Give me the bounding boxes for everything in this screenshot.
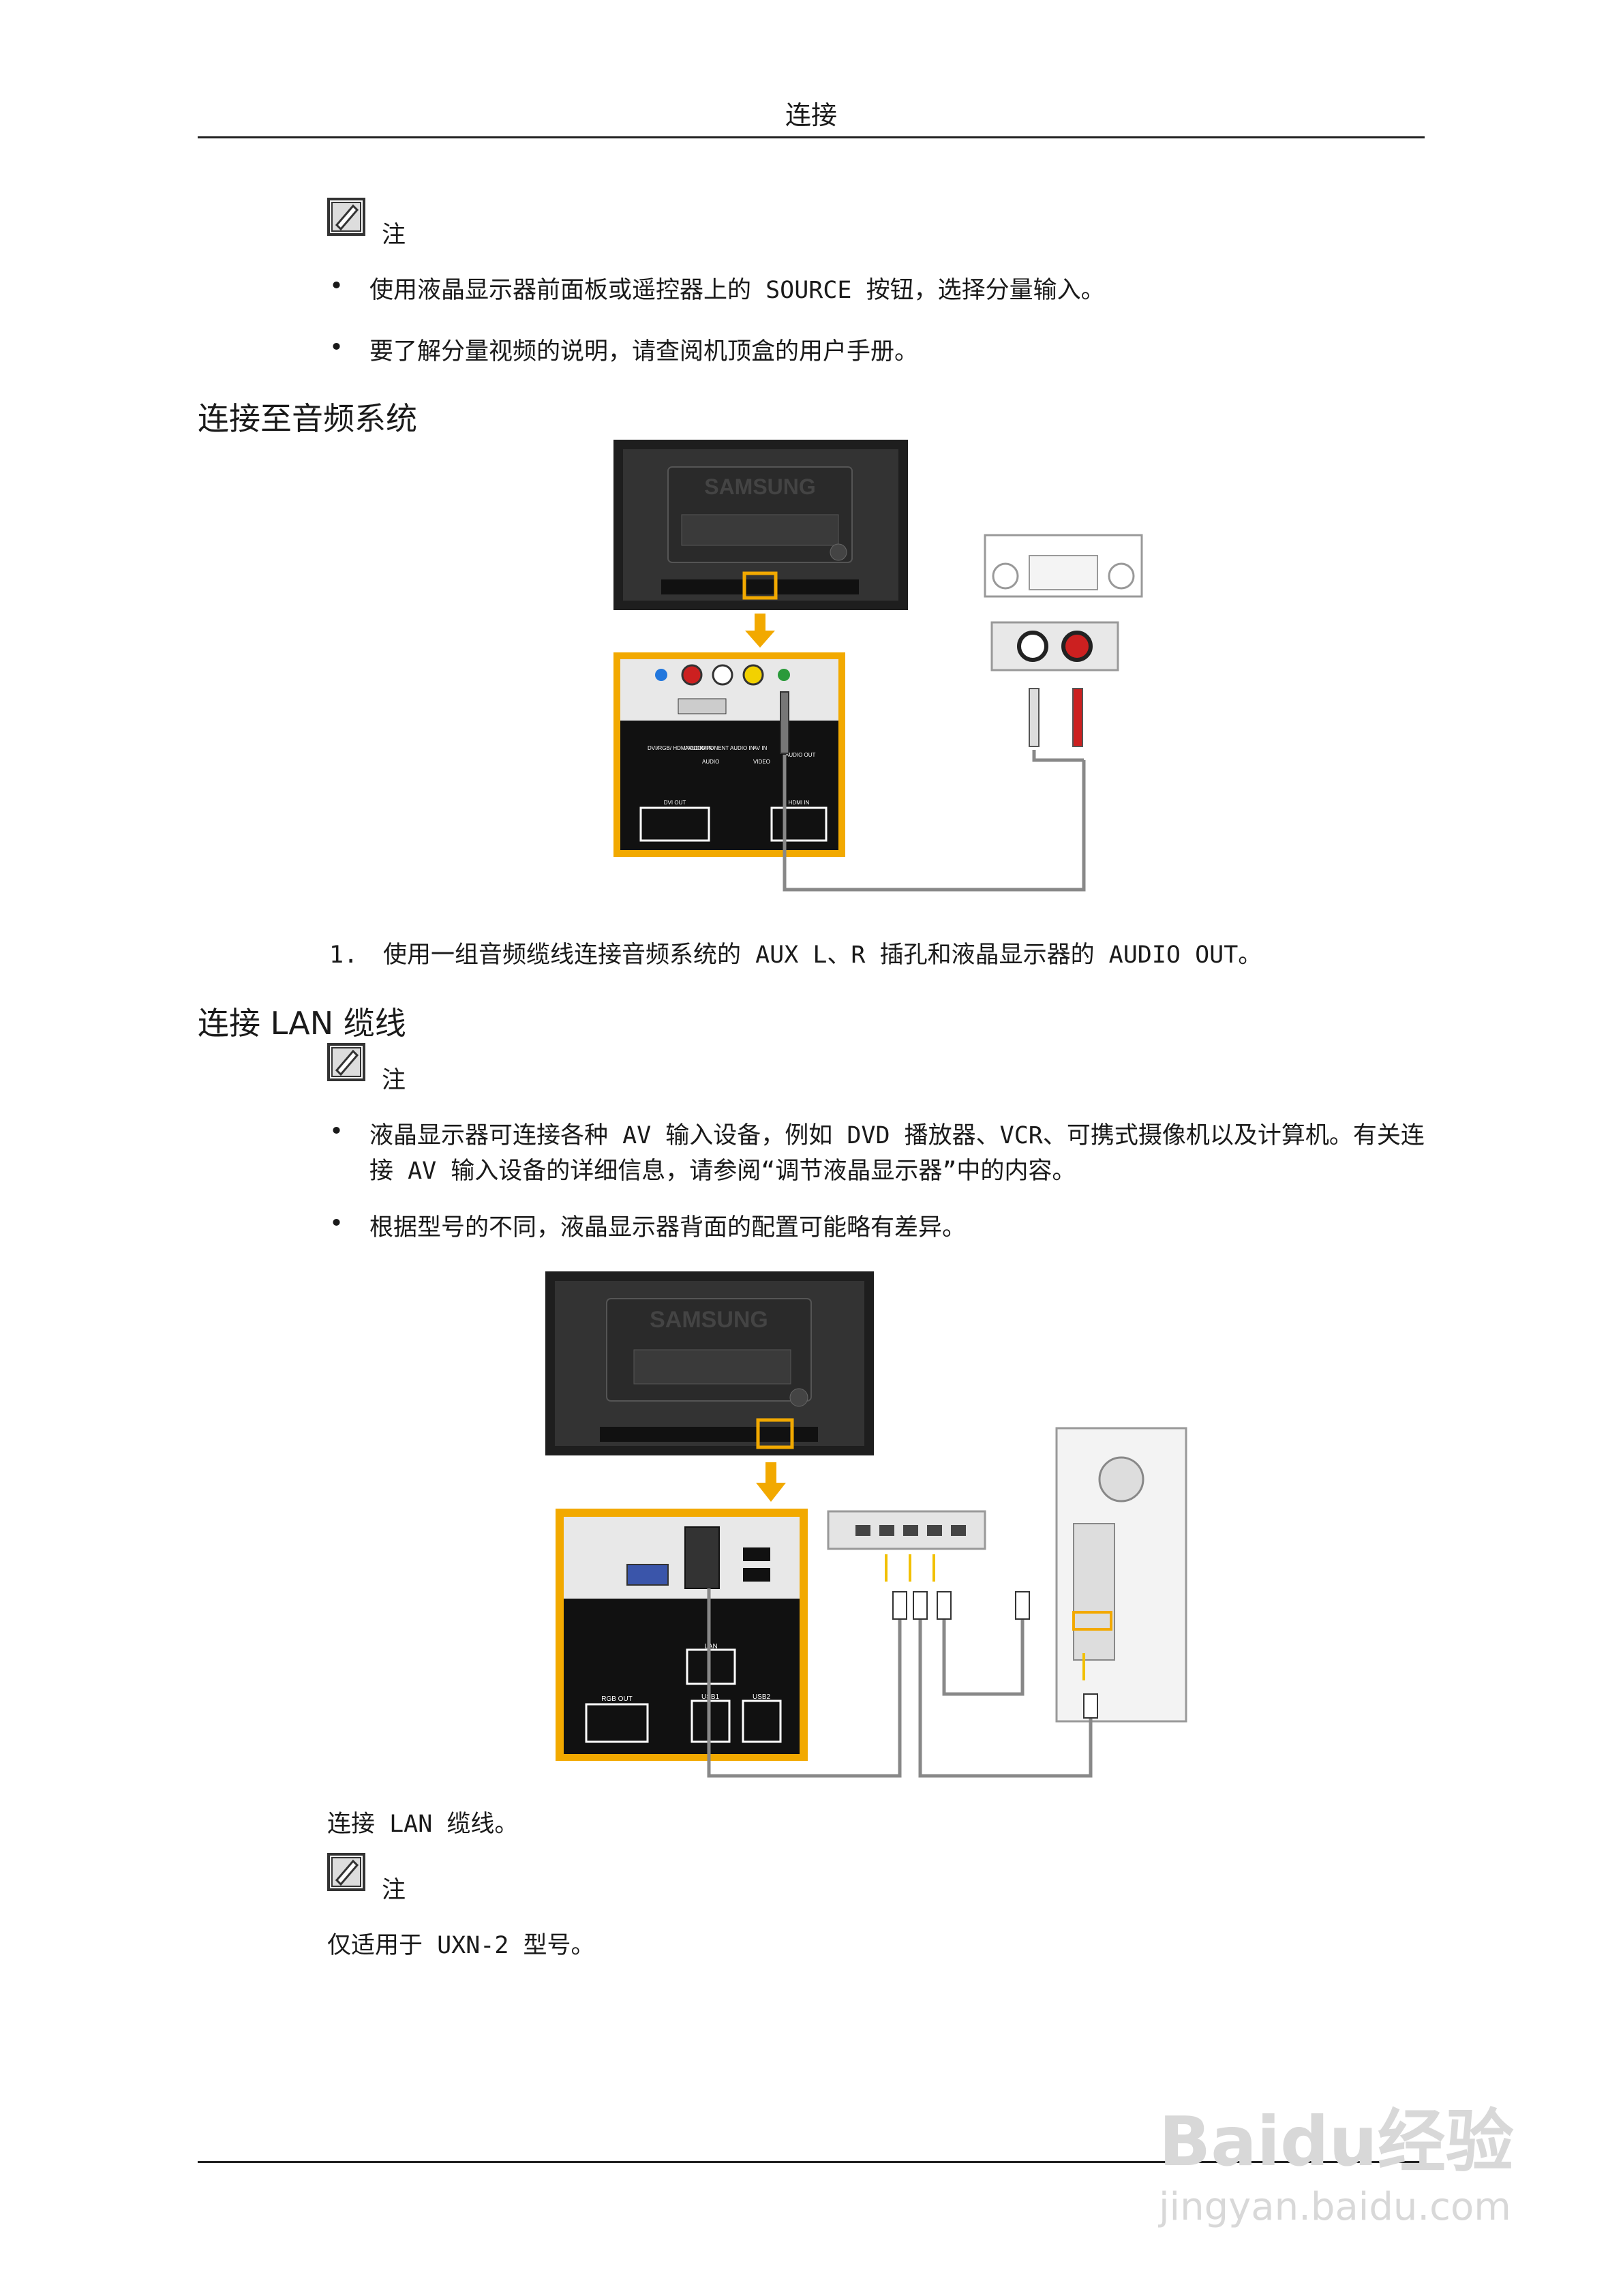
bullet-text: 根据型号的不同，液晶显示器背面的配置可能略有差异。 xyxy=(369,1214,967,1241)
brand-logo: SAMSUNG xyxy=(704,474,816,499)
bullet-dot: • xyxy=(329,1210,344,1237)
port-label: AV IN xyxy=(753,745,768,751)
port-label: USB2 xyxy=(753,1693,771,1701)
note-icon xyxy=(327,198,365,236)
down-arrow xyxy=(756,1462,786,1502)
port-highlight xyxy=(742,571,778,600)
port-label: AV/COMPONENT AUDIO IN xyxy=(685,745,755,751)
down-arrow xyxy=(745,614,775,648)
note-label: 注 xyxy=(382,1067,406,1094)
brand-logo: SAMSUNG xyxy=(650,1307,768,1333)
port-label: DVI OUT xyxy=(664,800,686,806)
port-highlight xyxy=(756,1418,794,1449)
watermark-brand: Baidu经验 xyxy=(1159,2102,1514,2181)
section-title-lan: 连接 LAN 缆线 xyxy=(198,1005,406,1042)
bullet-dot: • xyxy=(329,1118,344,1145)
port-label: HDMI IN xyxy=(789,800,810,806)
bullet-text: 使用液晶显示器前面板或遥控器上的 SOURCE 按钮，选择分量输入。 xyxy=(369,277,1105,304)
figure-caption: 连接 LAN 缆线。 xyxy=(327,1811,519,1838)
page-header-title: 连接 xyxy=(785,100,837,130)
port-label: AUDIO xyxy=(702,759,719,765)
note-label: 注 xyxy=(382,222,406,249)
note-text: 仅适用于 UXN-2 型号。 xyxy=(327,1932,595,1959)
note-icon xyxy=(327,1043,365,1081)
port-label: DVI/RGB/ HDMI AUDIO IN xyxy=(648,745,712,751)
step-text: 使用一组音频缆线连接音频系统的 AUX L、R 插孔和液晶显示器的 AUDIO … xyxy=(383,941,1262,969)
port-label: AUDIO OUT xyxy=(785,752,816,758)
watermark-url: jingyan.baidu.com xyxy=(1159,2185,1511,2229)
audio-connection-figure: SAMSUNG DVI/RGB/ HDMI AUDIO IN AV/COMPON… xyxy=(613,440,1143,892)
lan-connection-figure: SAMSUNG LAN RGB OUT USB1 USB2 xyxy=(545,1271,1187,1778)
bullet-dot: • xyxy=(329,273,344,300)
port-label: VIDEO xyxy=(753,759,770,765)
note-icon xyxy=(327,1853,365,1891)
audio-cable xyxy=(783,755,1086,892)
step-number: 1. xyxy=(329,941,359,969)
section-title-audio: 连接至音频系统 xyxy=(198,400,417,437)
footer-rule xyxy=(198,2161,1425,2163)
port-label: RGB OUT xyxy=(601,1695,633,1703)
port-label: LAN xyxy=(704,1643,717,1650)
note-label: 注 xyxy=(382,1877,406,1904)
bullet-text: 要了解分量视频的说明，请查阅机顶盒的用户手册。 xyxy=(369,338,919,365)
bullet-text: 液晶显示器可连接各种 AV 输入设备，例如 DVD 播放器、VCR、可携式摄像机… xyxy=(369,1122,1425,1185)
bullet-dot: • xyxy=(329,334,344,361)
lan-cable xyxy=(707,1588,902,1778)
header-rule xyxy=(198,136,1425,138)
